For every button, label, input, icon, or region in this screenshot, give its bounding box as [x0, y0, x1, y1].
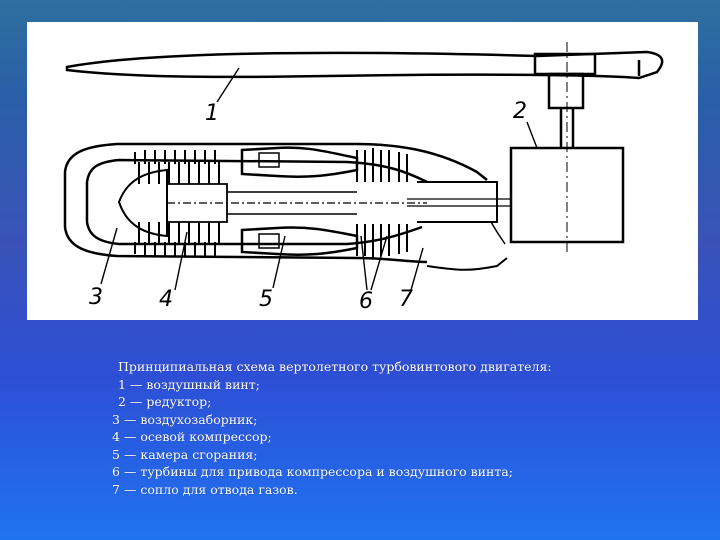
callout-4: 4 [159, 287, 173, 312]
callout-5: 5 [259, 287, 273, 312]
callout-6: 6 [359, 289, 373, 314]
gearbox [509, 146, 625, 244]
callout-1: 1 [205, 101, 219, 126]
exhaust-nozzle [417, 181, 498, 223]
caption-item: 2 — редуктор; [118, 394, 212, 409]
figure-caption: Принципиальная схема вертолетного турбов… [112, 358, 672, 498]
caption-item: 7 — сопло для отвода газов. [112, 481, 298, 497]
engine-casing [63, 142, 488, 227]
callout-7: 7 [399, 287, 413, 312]
rotor-hub [533, 52, 597, 76]
callout-2: 2 [513, 99, 527, 124]
caption-item: 3 — воздухозаборник; [112, 411, 258, 427]
caption-title: Принципиальная схема вертолетного турбов… [118, 359, 552, 374]
engine-schematic: 1 2 3 4 5 6 7 [63, 42, 664, 314]
caption-item: 5 — камера сгорания; [112, 446, 258, 462]
caption-item: 1 — воздушный винт; [118, 376, 260, 392]
rotor-mast-head [547, 72, 585, 110]
rotor-blade [65, 50, 664, 80]
callout-3: 3 [89, 285, 103, 310]
engine-diagram: 1 2 3 4 5 6 7 [27, 22, 698, 320]
caption-item: 6 — турбины для привода компрессора и во… [112, 464, 513, 479]
caption-item: 4 — осевой компрессор; [112, 429, 272, 444]
